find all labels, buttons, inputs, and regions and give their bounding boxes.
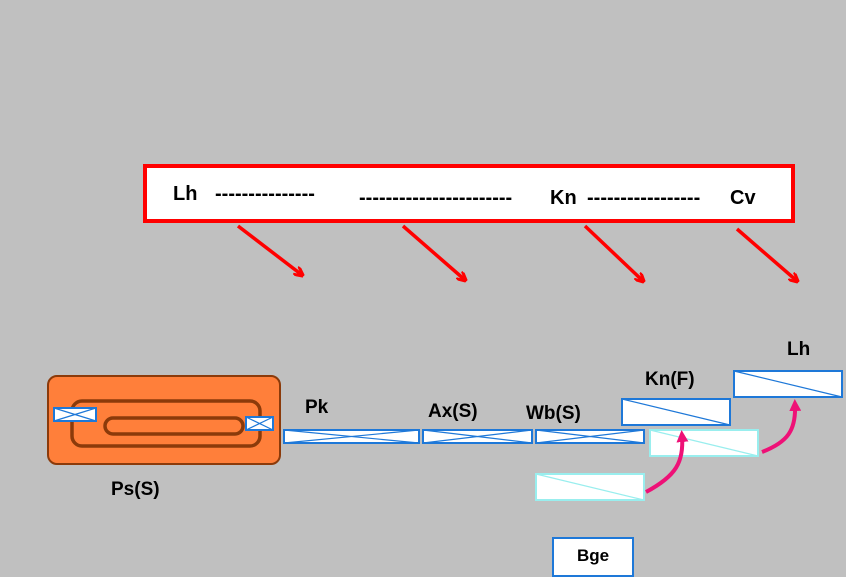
pk-label: Pk bbox=[305, 397, 329, 418]
banner-dashes-1: --------------- bbox=[215, 183, 315, 205]
wb-bar bbox=[535, 429, 645, 444]
ax-label: Ax(S) bbox=[428, 401, 478, 422]
pk-bar bbox=[283, 429, 420, 444]
red-arrow-4 bbox=[735, 227, 797, 281]
sequence-banner: Lh --------------- ---------------------… bbox=[143, 164, 795, 223]
banner-start-label: Lh bbox=[173, 183, 198, 205]
banner-end-label: Cv bbox=[730, 187, 756, 209]
kn-f-label: Kn(F) bbox=[645, 369, 695, 390]
red-arrow-2 bbox=[401, 224, 465, 280]
banner-mid-label: Kn bbox=[550, 187, 577, 209]
ps-label: Ps(S) bbox=[111, 479, 160, 500]
lh-label: Lh bbox=[787, 339, 811, 360]
ax-bar bbox=[422, 429, 533, 444]
banner-dashes-3: ----------------- bbox=[587, 187, 701, 209]
red-arrow-1 bbox=[236, 224, 302, 275]
red-arrow-3 bbox=[583, 224, 643, 281]
kn-f-box bbox=[621, 398, 731, 426]
lh-box bbox=[733, 370, 843, 398]
light-box-lower bbox=[535, 473, 645, 501]
wb-label: Wb(S) bbox=[526, 403, 581, 424]
magenta-arrow-1 bbox=[645, 430, 689, 494]
ps-structure bbox=[47, 375, 281, 465]
bge-box: Bge bbox=[552, 537, 634, 577]
magenta-arrow-2 bbox=[761, 399, 802, 454]
bge-label: Bge bbox=[576, 546, 610, 565]
banner-dashes-2: ----------------------- bbox=[359, 187, 513, 209]
light-box-middle bbox=[649, 429, 759, 457]
